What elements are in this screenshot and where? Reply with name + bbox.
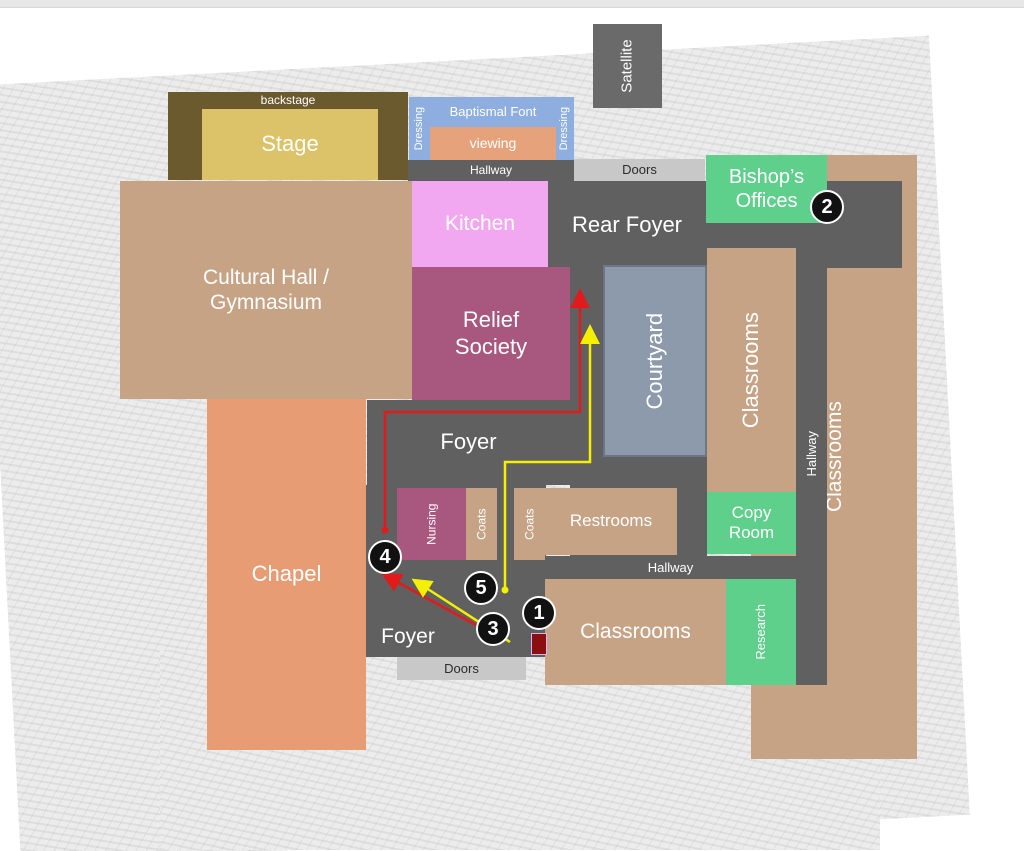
room-baptismal-font: Baptismal Font: [430, 97, 556, 127]
hallway-lower: Hallway: [545, 556, 796, 579]
room-dressing-right: Dressing: [556, 97, 574, 160]
room-classrooms-front: Classrooms: [545, 579, 726, 685]
marker-3: 3: [476, 612, 510, 646]
room-relief-society: Relief Society: [412, 267, 570, 400]
marker-4: 4: [368, 540, 402, 574]
room-backstage: backstage: [168, 92, 408, 109]
room-copy-room: Copy Room: [707, 492, 796, 554]
room-coats-left: Coats: [466, 488, 497, 560]
room-restrooms: Restrooms: [545, 488, 677, 555]
room-research: Research: [726, 579, 796, 685]
doors-bottom: Doors: [397, 657, 526, 680]
route-red-front: [381, 573, 477, 627]
route-red-dot: [381, 526, 389, 534]
hallway-right: Hallway: [796, 223, 827, 685]
marker-5: 5: [464, 571, 498, 605]
room-stage: Stage: [202, 109, 378, 180]
room-satellite: Satellite: [593, 24, 662, 108]
room-classrooms-mid: Classrooms: [707, 248, 796, 492]
route-red-main: [383, 288, 590, 530]
entry-marker-box: [531, 633, 547, 655]
room-kitchen: Kitchen: [412, 181, 548, 267]
route-yellow-main: [503, 324, 600, 590]
room-viewing: viewing: [430, 127, 556, 160]
room-foyer-front: Foyer: [381, 625, 435, 649]
room-bishops-offices: Bishop’s Offices: [706, 155, 827, 223]
room-cultural-hall: Cultural Hall / Gymnasium: [120, 181, 412, 399]
window-top-bar: [0, 0, 1024, 8]
room-coats-right: Coats: [514, 488, 545, 560]
room-rear-foyer: Rear Foyer: [571, 211, 683, 237]
room-nursing: Nursing: [397, 488, 466, 560]
room-courtyard: Courtyard: [603, 265, 707, 457]
hallway-top: Hallway: [408, 160, 574, 181]
room-foyer-mid: Foyer: [367, 400, 570, 485]
hallway-restrooms-side: [677, 460, 707, 558]
marker-1: 1: [522, 596, 556, 630]
room-chapel: Chapel: [207, 399, 366, 750]
doors-top: Doors: [574, 159, 705, 181]
marker-2: 2: [810, 190, 844, 224]
room-dressing-left: Dressing: [409, 97, 430, 160]
route-yellow-dot: [501, 586, 509, 594]
